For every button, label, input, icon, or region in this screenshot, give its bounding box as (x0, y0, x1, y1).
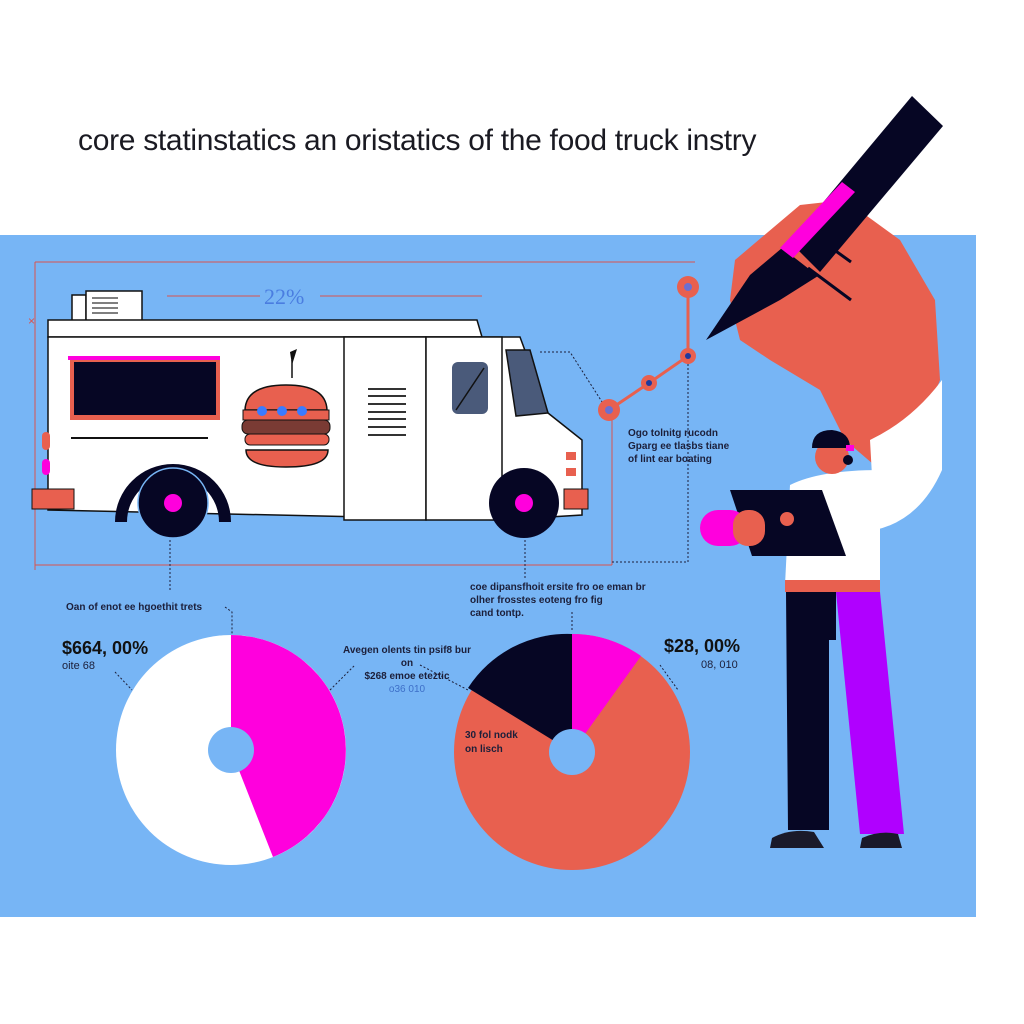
right-annotation: coe dipansfhoit ersite fro oe eman br ol… (470, 581, 646, 620)
graph-annotation-line-3: of lint ear boating (628, 454, 712, 465)
middle-annotation: Avegen olents tin psif8 bur on $268 emoe… (342, 644, 472, 696)
middle-annotation-line-1: Avegen olents tin psif8 bur on (343, 645, 471, 669)
right-donut-sub: 08, 010 (701, 659, 738, 671)
right-donut-inner-line-2: on lisch (465, 744, 503, 755)
dimension-guides: × (28, 261, 695, 570)
truck-dimension-label: 22% (264, 284, 305, 309)
right-donut-value: $28, 00% (664, 636, 741, 656)
right-annotation-line-2: olher frosstes eoteng fro fig (470, 595, 603, 606)
burger-icon (241, 349, 331, 468)
left-donut-annotation: Oan of enot ee hgoethit trets (66, 602, 203, 613)
tablet-icon (700, 490, 846, 556)
left-donut-value: $664, 00% (62, 638, 149, 658)
pen-icon (706, 96, 943, 340)
line-graph (598, 276, 699, 421)
graph-annotation-line-1: Ogo tolnitg rucodn (628, 428, 718, 439)
middle-annotation-sub: o36 010 (388, 684, 426, 695)
right-annotation-line-1: coe dipansfhoit ersite fro oe eman br (470, 582, 646, 593)
svg-text:×: × (28, 314, 35, 328)
right-donut-inner-line-1: 30 fol nodk (465, 730, 518, 741)
graph-annotation: Ogo tolnitg rucodn Gparg ee tlasbs tiane… (628, 427, 729, 466)
middle-annotation-line-2: $268 emoe eteztic (364, 671, 450, 682)
page-title: core statinstatics an oristatics of the … (78, 124, 757, 157)
right-donut-chart (454, 633, 690, 870)
person-icon (770, 380, 942, 848)
leader-lines (114, 351, 689, 691)
right-donut-inner-label: 30 fol nodk on lisch (465, 729, 518, 757)
left-donut-sub: oite 68 (62, 660, 96, 672)
graph-annotation-line-2: Gparg ee tlasbs tiane (628, 441, 730, 452)
right-annotation-line-3: cand tontp. (470, 608, 524, 619)
left-donut-chart (116, 635, 346, 865)
